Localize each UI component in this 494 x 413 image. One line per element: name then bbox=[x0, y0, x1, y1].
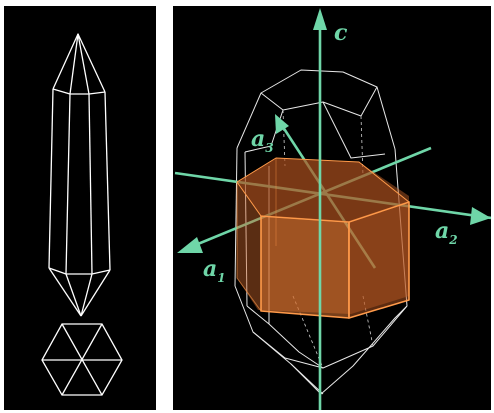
a1-axis-line bbox=[192, 146, 432, 248]
c-axis-arrowhead bbox=[313, 8, 327, 30]
unit-cell-prism bbox=[236, 157, 410, 319]
a2-axis-line bbox=[174, 171, 491, 220]
a3-axis-arrowhead bbox=[275, 114, 289, 134]
c-axis bbox=[313, 8, 327, 410]
crystal-elevation-drawing bbox=[41, 33, 123, 396]
crystal-elevation-panel bbox=[4, 6, 156, 410]
a2-axis-label: a2 bbox=[435, 218, 458, 247]
a1-axis-arrowhead bbox=[177, 237, 203, 253]
a2-axis-arrowhead bbox=[470, 207, 491, 225]
hexagonal-cross-section bbox=[41, 323, 123, 396]
crystal-axes-panel: c a2 a1 a3 bbox=[173, 6, 491, 410]
a3-axis-label: a3 bbox=[251, 126, 274, 155]
crystal-axes-drawing: c a2 a1 a3 bbox=[174, 8, 491, 410]
a1-axis-label: a1 bbox=[203, 256, 226, 285]
prism-crystal-wireframe bbox=[48, 33, 111, 317]
c-axis-label: c bbox=[334, 20, 348, 46]
